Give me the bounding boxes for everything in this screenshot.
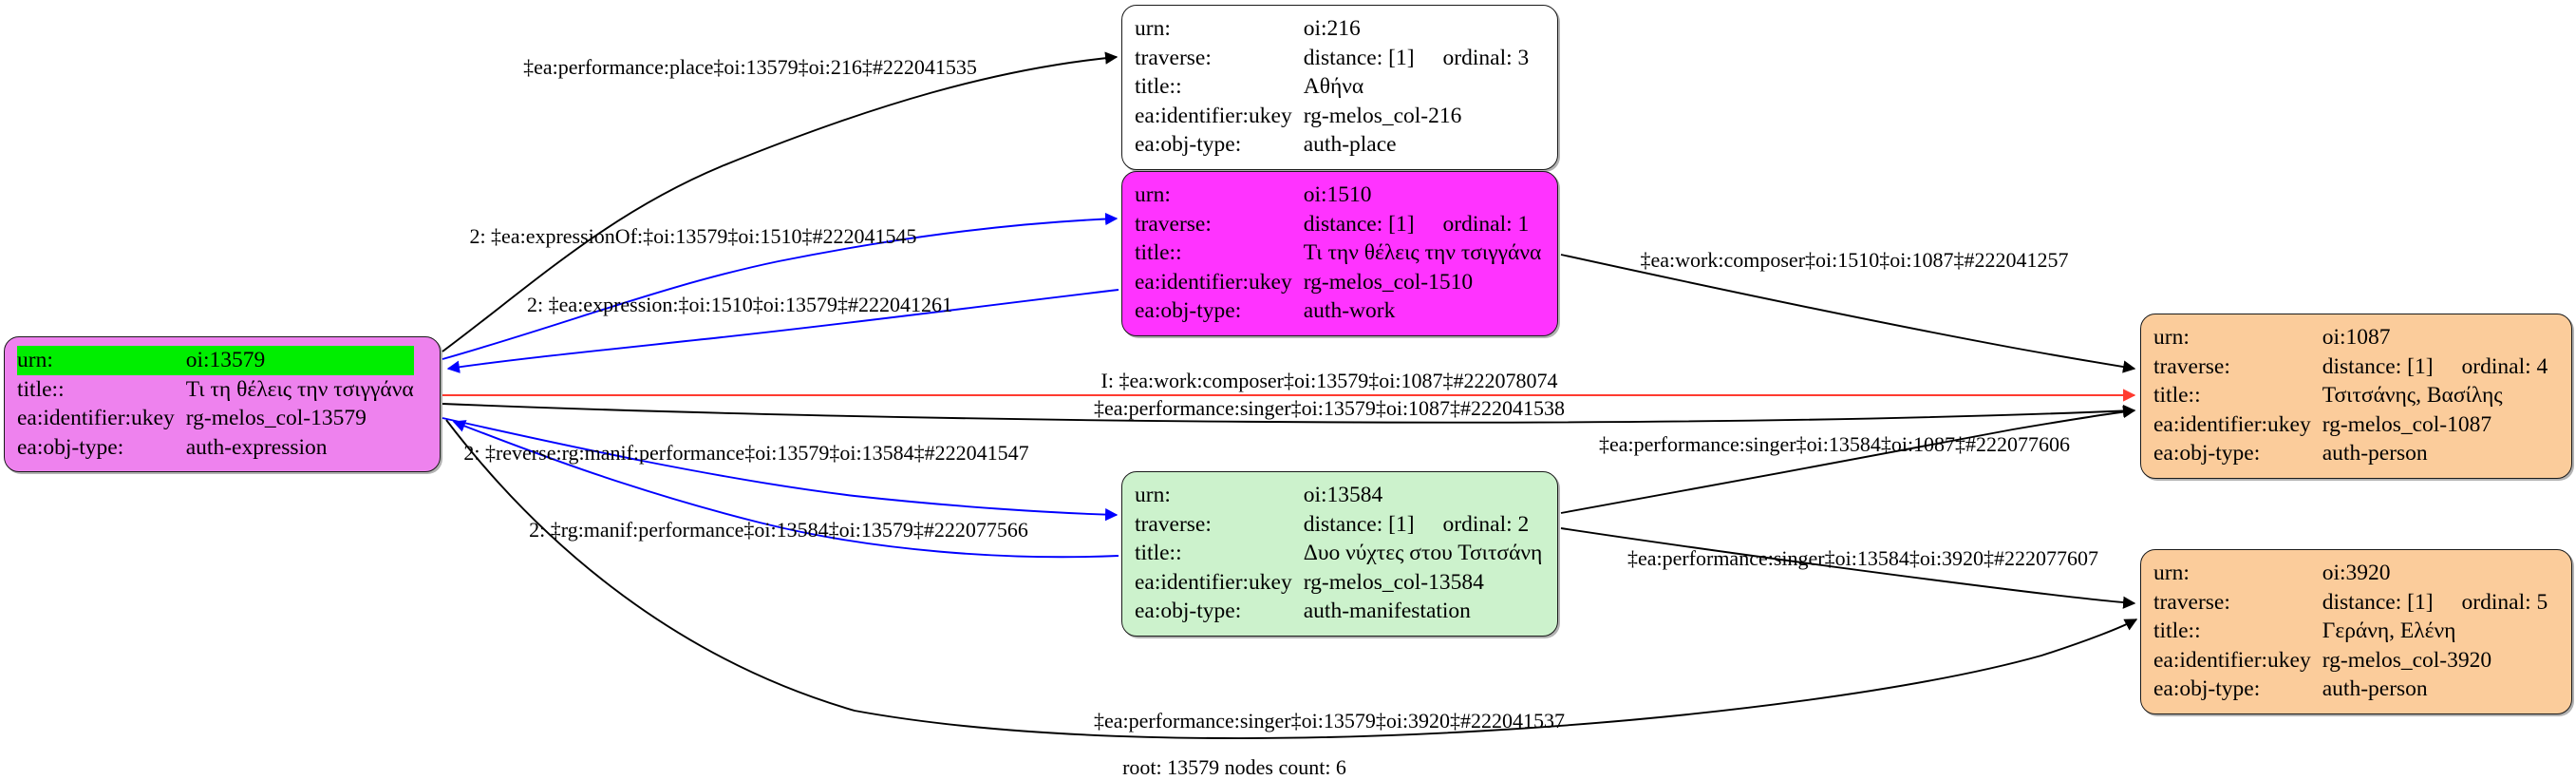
graph-edge[interactable]	[442, 212, 1119, 360]
field-key: ea:identifier:ukey	[17, 406, 175, 431]
field-value: rg-melos_col-216	[1303, 103, 1462, 128]
field-key: title::	[2153, 618, 2201, 644]
field-key: urn:	[17, 346, 184, 375]
edge-label: 2: ‡ea:expressionOf:‡oi:13579‡oi:1510‡#2…	[469, 224, 917, 248]
field-value: Τι την θέλεις την τσιγγάνα	[1303, 240, 1542, 266]
graph-edge[interactable]	[446, 289, 1119, 373]
field-value: oi:1510	[1303, 182, 1372, 207]
edge-label: ‡ea:performance:singer‡oi:13584‡oi:3920‡…	[1626, 546, 2099, 570]
field-value: rg-melos_col-1510	[1303, 269, 1474, 295]
field-value: auth-person	[2322, 676, 2428, 702]
field-value: auth-manifestation	[1303, 599, 1471, 624]
edge-label: 2: ‡ea:expression:‡oi:1510‡oi:13579‡#222…	[527, 293, 952, 316]
edge-label: 2: ‡rg:manif:performance‡oi:13584‡oi:135…	[529, 518, 1028, 542]
field-key: title::	[17, 376, 65, 402]
field-key: traverse:	[2153, 589, 2230, 615]
traverse-ordinal: ordinal: 2	[1442, 511, 1530, 537]
field-value: rg-melos_col-13584	[1303, 569, 1484, 595]
field-key: traverse:	[2153, 353, 2230, 379]
field-key: traverse:	[1135, 211, 1212, 237]
graph-edge[interactable]	[445, 419, 2138, 739]
edge-label: ‡ea:work:composer‡oi:1510‡oi:1087‡#22204…	[1640, 248, 2069, 272]
traverse-distance: distance: [1]	[2322, 589, 2434, 615]
field-key: ea:identifier:ukey	[1135, 269, 1292, 295]
edge-label: I: ‡ea:work:composer‡oi:13579‡oi:1087‡#2…	[1100, 369, 1558, 392]
field-key: title::	[1135, 74, 1182, 100]
field-value: oi:13579	[183, 346, 414, 375]
edge-label: ‡ea:performance:place‡oi:13579‡oi:216‡#2…	[523, 55, 977, 79]
field-value: auth-place	[1303, 132, 1397, 158]
field-key: ea:obj-type:	[17, 434, 124, 460]
traverse-distance: distance: [1]	[1303, 511, 1415, 537]
field-key: traverse:	[1135, 511, 1212, 537]
edge-label: ‡ea:performance:singer‡oi:13579‡oi:3920‡…	[1093, 709, 1566, 732]
field-value: auth-work	[1303, 298, 1396, 324]
graph-node-n3920[interactable]: urn: oi:3920 traverse: distance: [1] ordinal…	[2140, 549, 2572, 714]
field-key: urn:	[1135, 483, 1171, 507]
field-value: oi:1087	[2322, 325, 2391, 350]
field-value: oi:216	[1303, 16, 1361, 41]
field-key: ea:obj-type:	[1135, 298, 1242, 324]
field-key: ea:identifier:ukey	[1135, 569, 1292, 595]
graph-edge[interactable]	[442, 417, 1119, 522]
field-key: title::	[1135, 541, 1182, 566]
field-key: urn:	[1135, 182, 1171, 207]
field-key: urn:	[2153, 325, 2190, 350]
graph-node-n1087[interactable]: urn: oi:1087 traverse: distance: [1] ordinal…	[2140, 314, 2572, 479]
graph-edge[interactable]	[1560, 254, 2136, 373]
field-value: Τσιτσάνης, Βασίλης	[2322, 383, 2503, 409]
edge-label: ‡ea:performance:singer‡oi:13584‡oi:1087‡…	[1598, 432, 2071, 456]
traverse-ordinal: ordinal: 4	[2461, 353, 2548, 379]
field-value: rg-melos_col-1087	[2322, 411, 2492, 437]
field-key: title::	[2153, 383, 2201, 409]
traverse-distance: distance: [1]	[1303, 45, 1415, 70]
field-key: ea:obj-type:	[1135, 132, 1242, 158]
field-value: Γεράνη, Ελένη	[2322, 618, 2456, 644]
field-key: ea:obj-type:	[2153, 676, 2261, 702]
traverse-ordinal: ordinal: 5	[2461, 589, 2548, 615]
traverse-distance: distance: [1]	[2322, 353, 2434, 379]
field-key: ea:identifier:ukey	[2153, 411, 2311, 437]
graph-edge[interactable]	[452, 420, 1119, 559]
graph-edge[interactable]	[1560, 405, 2136, 514]
field-value: oi:3920	[2322, 561, 2391, 585]
field-key: ea:identifier:ukey	[2153, 647, 2311, 673]
field-value: rg-melos_col-13579	[185, 406, 367, 431]
field-value: Τι τη θέλεις την τσιγγάνα	[185, 376, 414, 402]
field-key: ea:obj-type:	[2153, 441, 2261, 466]
field-value: auth-person	[2322, 441, 2428, 466]
field-key: urn:	[2153, 561, 2190, 585]
field-value: Δυο νύχτες στου Τσιτσάνη	[1303, 541, 1543, 566]
field-key: title::	[1135, 240, 1182, 266]
graph-node-n13584[interactable]: urn: oi:13584 traverse: distance: [1] ordina…	[1121, 471, 1558, 637]
traverse-distance: distance: [1]	[1303, 211, 1415, 237]
field-key: traverse:	[1135, 45, 1212, 70]
graph-edge[interactable]	[442, 403, 2136, 424]
graph-footer-label: root: 13579 nodes count: 6	[1122, 755, 1346, 779]
field-value: oi:13584	[1303, 483, 1383, 507]
field-key: ea:identifier:ukey	[1135, 103, 1292, 128]
edge-label: ‡ea:performance:singer‡oi:13579‡oi:1087‡…	[1093, 396, 1566, 420]
field-value: distance: [1] ordinal: 5	[2321, 588, 2548, 618]
traverse-ordinal: ordinal: 3	[1442, 45, 1530, 70]
graph-node-n1510[interactable]: urn: oi:1510 traverse: distance: [1] ordinal…	[1121, 171, 1558, 336]
graph-node-n216[interactable]: urn: oi:216 traverse: distance: [1] ordinal:…	[1121, 5, 1558, 170]
field-value: auth-expression	[185, 434, 328, 460]
graph-edge[interactable]	[442, 51, 1119, 352]
field-key: ea:obj-type:	[1135, 599, 1242, 624]
field-value: distance: [1] ordinal: 3	[1302, 44, 1530, 73]
field-value: Αθήνα	[1303, 74, 1364, 100]
field-value: rg-melos_col-3920	[2322, 647, 2492, 673]
field-key: urn:	[1135, 16, 1171, 41]
field-value: distance: [1] ordinal: 4	[2321, 352, 2548, 382]
edge-label: 2: ‡reverse:rg:manif:performance‡oi:1357…	[463, 441, 1029, 465]
traverse-ordinal: ordinal: 1	[1442, 211, 1530, 237]
field-value: distance: [1] ordinal: 2	[1302, 510, 1543, 540]
field-value: distance: [1] ordinal: 1	[1302, 210, 1542, 239]
graph-edge[interactable]	[1560, 527, 2136, 609]
